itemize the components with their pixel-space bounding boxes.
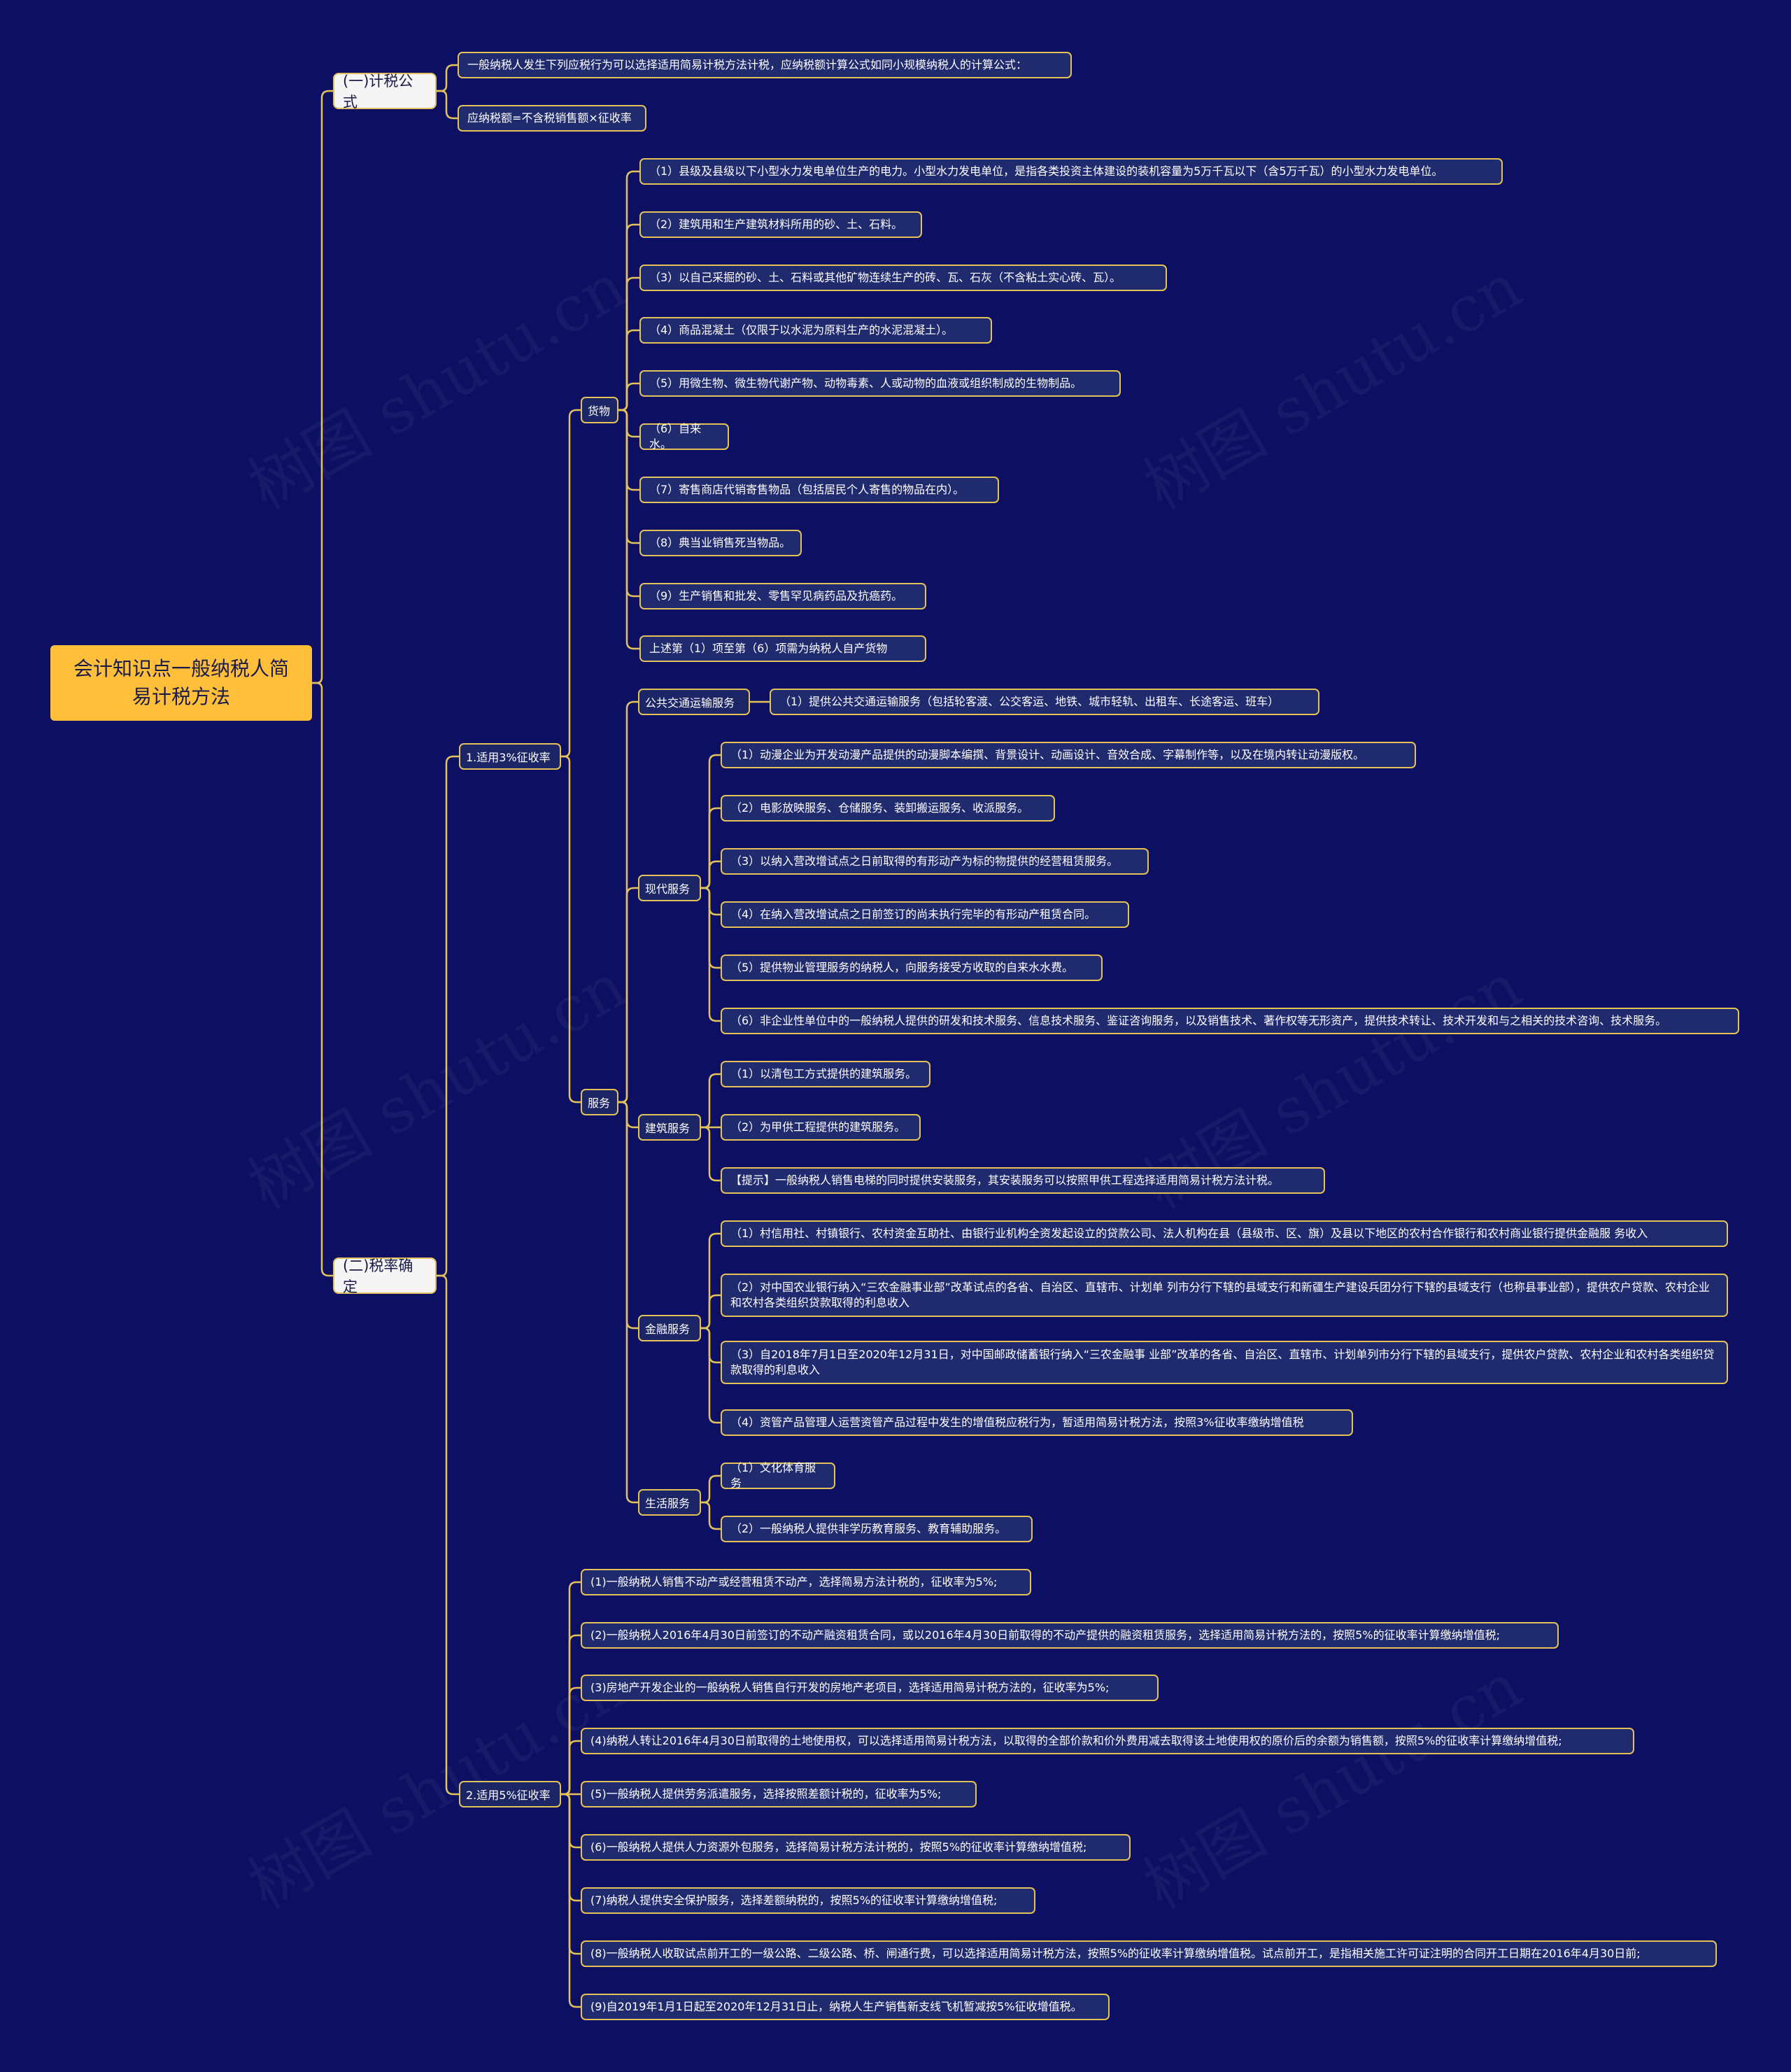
- connector-line: [561, 1793, 581, 1955]
- connector-line: [561, 1740, 581, 1796]
- rate-5-percent[interactable]: 2.适用5%征收率: [459, 1781, 561, 1807]
- branch-formula[interactable]: (一)计税公式: [333, 73, 437, 111]
- connector-line: [701, 807, 721, 889]
- formula-item[interactable]: 应纳税额=不含税销售额×征收率: [458, 105, 646, 132]
- goods-item[interactable]: （7）寄售商店代销寄售物品（包括居民个人寄售的物品在内）。: [639, 477, 999, 503]
- connector-line: [701, 1474, 721, 1504]
- goods-item[interactable]: （5）用微生物、微生物代谢产物、动物毒素、人或动物的血液或组织制成的生物制品。: [639, 370, 1121, 397]
- connector-line: [437, 755, 459, 1277]
- connector-line: [701, 1126, 721, 1182]
- connector-line: [618, 276, 639, 411]
- service-finance[interactable]: 金融服务: [638, 1315, 701, 1341]
- finance-item[interactable]: （4）资管产品管理人运营资管产品过程中发生的增值税应税行为，暂适用简易计税方法，…: [721, 1409, 1353, 1436]
- goods-item[interactable]: （2）建筑用和生产建筑材料所用的砂、土、石料。: [639, 211, 922, 238]
- rate-5-item[interactable]: (4)纳税人转让2016年4月30日前取得的土地使用权，可以选择适用简易计税方法…: [581, 1728, 1634, 1754]
- modern-item[interactable]: （3）以纳入营改增试点之日前取得的有形动产为标的物提供的经营租赁服务。: [721, 848, 1149, 875]
- connector-line: [312, 682, 333, 1277]
- connector-line: [437, 1274, 459, 1796]
- rate-5-item[interactable]: (1)一般纳税人销售不动产或经营租赁不动产，选择简易方法计税的，征收率为5%;: [581, 1569, 1031, 1595]
- connector-line: [561, 755, 581, 1104]
- finance-item[interactable]: （1）村信用社、村镇银行、农村资金互助社、由银行业机构全资发起设立的贷款公司、法…: [721, 1220, 1728, 1247]
- transport-item[interactable]: （1）提供公共交通运输服务（包括轮客渡、公交客运、地铁、城市轻轨、出租车、长途客…: [770, 689, 1319, 715]
- category-goods[interactable]: 货物: [581, 397, 618, 423]
- service-transport[interactable]: 公共交通运输服务: [638, 689, 750, 715]
- rate-3-percent[interactable]: 1.适用3%征收率: [459, 743, 561, 770]
- construction-item[interactable]: 【提示】一般纳税人销售电梯的同时提供安装服务，其安装服务可以按照甲供工程选择适用…: [721, 1167, 1325, 1194]
- formula-item[interactable]: 一般纳税人发生下列应税行为可以选择适用简易计税方法计税，应纳税额计算公式如同小规…: [458, 52, 1072, 78]
- goods-item[interactable]: （4）商品混凝土（仅限于以水泥为原料生产的水泥混凝土）。: [639, 317, 992, 344]
- modern-item[interactable]: （2）电影放映服务、仓储服务、装卸搬运服务、收派服务。: [721, 795, 1055, 822]
- connector-line: [618, 1101, 638, 1504]
- service-life[interactable]: 生活服务: [638, 1489, 701, 1516]
- connector-line: [701, 887, 721, 969]
- service-modern[interactable]: 现代服务: [638, 875, 701, 901]
- connector-line: [618, 409, 639, 491]
- construction-item[interactable]: （1）以清包工方式提供的建筑服务。: [721, 1061, 930, 1087]
- connector-line: [618, 329, 639, 411]
- goods-item[interactable]: （9）生产销售和批发、零售罕见病药品及抗癌药。: [639, 583, 926, 609]
- construction-item[interactable]: （2）为甲供工程提供的建筑服务。: [721, 1114, 921, 1141]
- modern-item[interactable]: （1）动漫企业为开发动漫产品提供的动漫脚本编撰、背景设计、动画设计、音效合成、字…: [721, 742, 1416, 768]
- goods-item[interactable]: （1）县级及县级以下小型水力发电单位生产的电力。小型水力发电单位，是指各类投资主…: [639, 158, 1503, 185]
- rate-5-item[interactable]: (5)一般纳税人提供劳务派遣服务，选择按照差额计税的，征收率为5%;: [581, 1781, 977, 1807]
- connector-line: [701, 1294, 721, 1330]
- rate-5-item[interactable]: (6)一般纳税人提供人力资源外包服务，选择简易计税方法计税的，按照5%的征收率计…: [581, 1834, 1131, 1861]
- life-item[interactable]: （2）一般纳税人提供非学历教育服务、教育辅助服务。: [721, 1516, 1033, 1542]
- connector-line: [618, 170, 639, 411]
- connector-line: [618, 700, 638, 1104]
- connector-line: [618, 223, 639, 411]
- connector-line: [701, 887, 721, 916]
- connector-line: [437, 64, 458, 92]
- connector-line: [618, 409, 639, 598]
- life-item[interactable]: （1）文化体育服务: [721, 1461, 835, 1490]
- connector-line: [701, 1501, 721, 1530]
- connector-line: [618, 409, 639, 438]
- finance-item[interactable]: （3）自2018年7月1日至2020年12月31日，对中国邮政储蓄银行纳入“三农…: [721, 1341, 1728, 1384]
- goods-item[interactable]: （3）以自己采掘的砂、土、石料或其他矿物连续生产的砖、瓦、石灰（不含粘土实心砖、…: [639, 265, 1167, 291]
- modern-item[interactable]: （4）在纳入营改增试点之日前签订的尚未执行完毕的有形动产租赁合同。: [721, 901, 1129, 928]
- connector-line: [618, 887, 638, 1104]
- modern-item[interactable]: （6）非企业性单位中的一般纳税人提供的研发和技术服务、信息技术服务、鉴证咨询服务…: [721, 1008, 1739, 1034]
- connector-line: [701, 860, 721, 889]
- connector-line: [701, 1327, 721, 1424]
- connector-line: [701, 754, 721, 889]
- connector-line: [701, 887, 721, 1022]
- connector-line: [618, 1101, 638, 1129]
- connector-line: [618, 382, 639, 411]
- connector-line: [701, 1232, 721, 1330]
- connector-line: [437, 90, 458, 120]
- connector-line: [561, 1634, 581, 1796]
- connector-line: [561, 409, 581, 758]
- connector-line: [561, 1793, 581, 2008]
- connector-line: [561, 1793, 581, 1849]
- branch-rate[interactable]: (二)税率确定: [333, 1257, 437, 1295]
- goods-item[interactable]: （8）典当业销售死当物品。: [639, 530, 802, 556]
- service-construction[interactable]: 建筑服务: [638, 1114, 701, 1141]
- rate-5-item[interactable]: (7)纳税人提供安全保护服务，选择差额纳税的，按照5%的征收率计算缴纳增值税;: [581, 1887, 1035, 1914]
- connector-line: [701, 1073, 721, 1129]
- root-topic[interactable]: 会计知识点一般纳税人简易计税方法: [50, 645, 312, 721]
- connector-line: [312, 90, 333, 684]
- connector-line: [618, 409, 639, 544]
- goods-item[interactable]: （6）自来水。: [639, 422, 729, 451]
- rate-5-item[interactable]: (2)一般纳税人2016年4月30日前签订的不动产融资租赁合同，或以2016年4…: [581, 1622, 1559, 1649]
- rate-5-item[interactable]: (9)自2019年1月1日起至2020年12月31日止，纳税人生产销售新支线飞机…: [581, 1994, 1110, 2020]
- rate-5-item[interactable]: (8)一般纳税人收取试点前开工的一级公路、二级公路、桥、闸通行费，可以选择适用简…: [581, 1940, 1717, 1967]
- connector-line: [618, 409, 639, 650]
- connector-line: [701, 1327, 721, 1364]
- rate-5-item[interactable]: (3)房地产开发企业的一般纳税人销售自行开发的房地产老项目，选择适用简易计税方法…: [581, 1675, 1159, 1701]
- goods-item[interactable]: 上述第（1）项至第（6）项需为纳税人自产货物: [639, 635, 926, 662]
- category-services[interactable]: 服务: [581, 1089, 618, 1115]
- connector-line: [618, 1101, 638, 1330]
- modern-item[interactable]: （5）提供物业管理服务的纳税人，向服务接受方收取的自来水水费。: [721, 954, 1103, 981]
- finance-item[interactable]: （2）对中国农业银行纳入“三农金融事业部”改革试点的各省、自治区、直辖市、计划单…: [721, 1274, 1728, 1317]
